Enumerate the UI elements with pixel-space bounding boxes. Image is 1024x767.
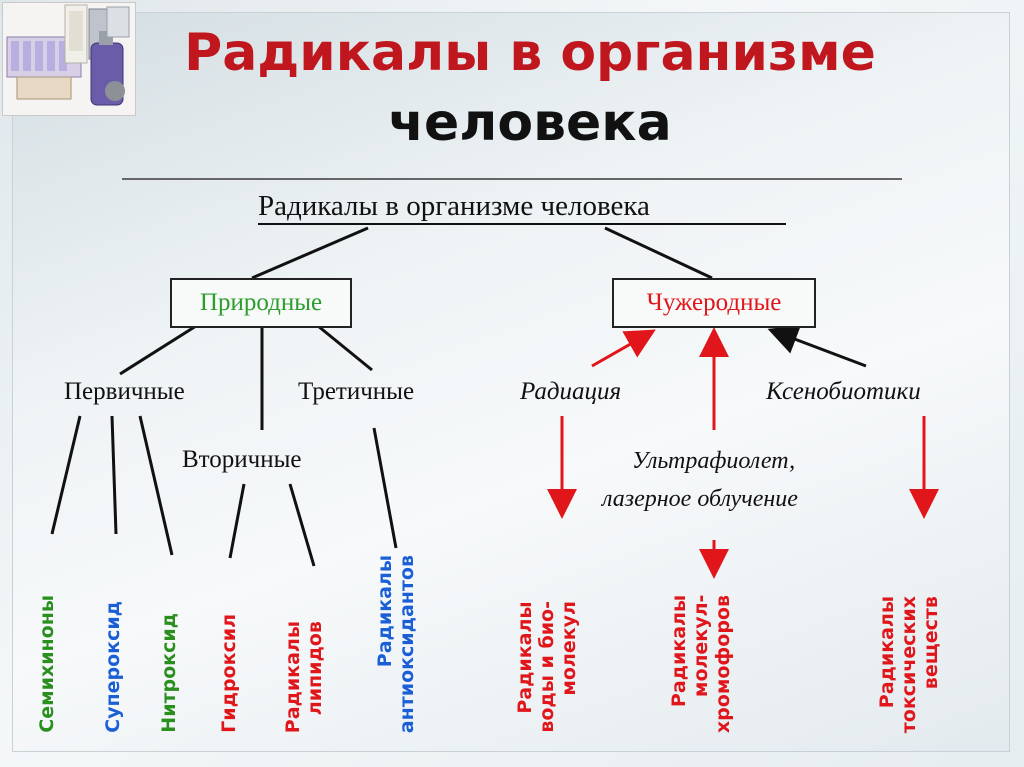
leaf-antioxidant-radicals: Радикалы антиоксидантов bbox=[374, 554, 418, 733]
connector-secondary-lipids bbox=[288, 483, 316, 567]
connector-primary-superoxide bbox=[110, 415, 118, 535]
leaf-superoxide: Супероксид bbox=[102, 601, 124, 733]
category-natural-box: Природные bbox=[170, 278, 352, 328]
primary-label: Первичные bbox=[64, 378, 185, 405]
leaf-hydroxyl: Гидроксил bbox=[218, 614, 240, 733]
category-foreign-box: Чужеродные bbox=[612, 278, 816, 328]
connector-root-foreign bbox=[604, 226, 713, 280]
connector-primary-nitroxide bbox=[138, 415, 174, 556]
title-line-2: человека bbox=[388, 93, 672, 153]
cosmetics-bottles-image bbox=[2, 2, 136, 116]
slide-title: Радикалы в организме человека bbox=[140, 18, 920, 158]
leaf-nitroxide: Нитроксид bbox=[158, 613, 180, 733]
connector-secondary-hydroxyl bbox=[228, 483, 246, 559]
connector-root-natural bbox=[251, 226, 369, 280]
uv-label-line-1: Ультрафиолет, bbox=[632, 448, 796, 474]
title-separator bbox=[122, 178, 902, 180]
radiation-label: Радиация bbox=[520, 378, 622, 405]
leaf-semiquinones: Семихиноны bbox=[36, 595, 58, 733]
connector-primary-semiquinones bbox=[50, 415, 82, 535]
connector-natural-primary bbox=[119, 324, 197, 376]
leaf-toxic-radicals: Радикалы токсических веществ bbox=[876, 595, 942, 733]
connector-tertiary-antioxidants bbox=[372, 427, 398, 549]
leaf-water-radicals: Радикалы воды и био- молекул bbox=[514, 601, 580, 733]
tertiary-label: Третичные bbox=[298, 378, 415, 405]
leaf-chromophore-radicals: Радикалы молекул- хромофоров bbox=[668, 594, 734, 733]
root-label: Радикалы в организме человека bbox=[258, 190, 650, 222]
xenobiotics-label: Ксенобиотики bbox=[766, 378, 921, 405]
arrow-xenobiotics-foreign bbox=[767, 325, 867, 368]
arrow-radiation-foreign bbox=[591, 329, 656, 368]
connector-natural-tertiary bbox=[317, 324, 373, 372]
secondary-label: Вторичные bbox=[182, 446, 302, 473]
slide-background bbox=[12, 12, 1010, 752]
uv-label-line-2: лазерное облучение bbox=[602, 486, 798, 512]
leaf-lipid-radicals: Радикалы липидов bbox=[282, 620, 326, 733]
title-line-1: Радикалы в организме bbox=[184, 23, 876, 83]
